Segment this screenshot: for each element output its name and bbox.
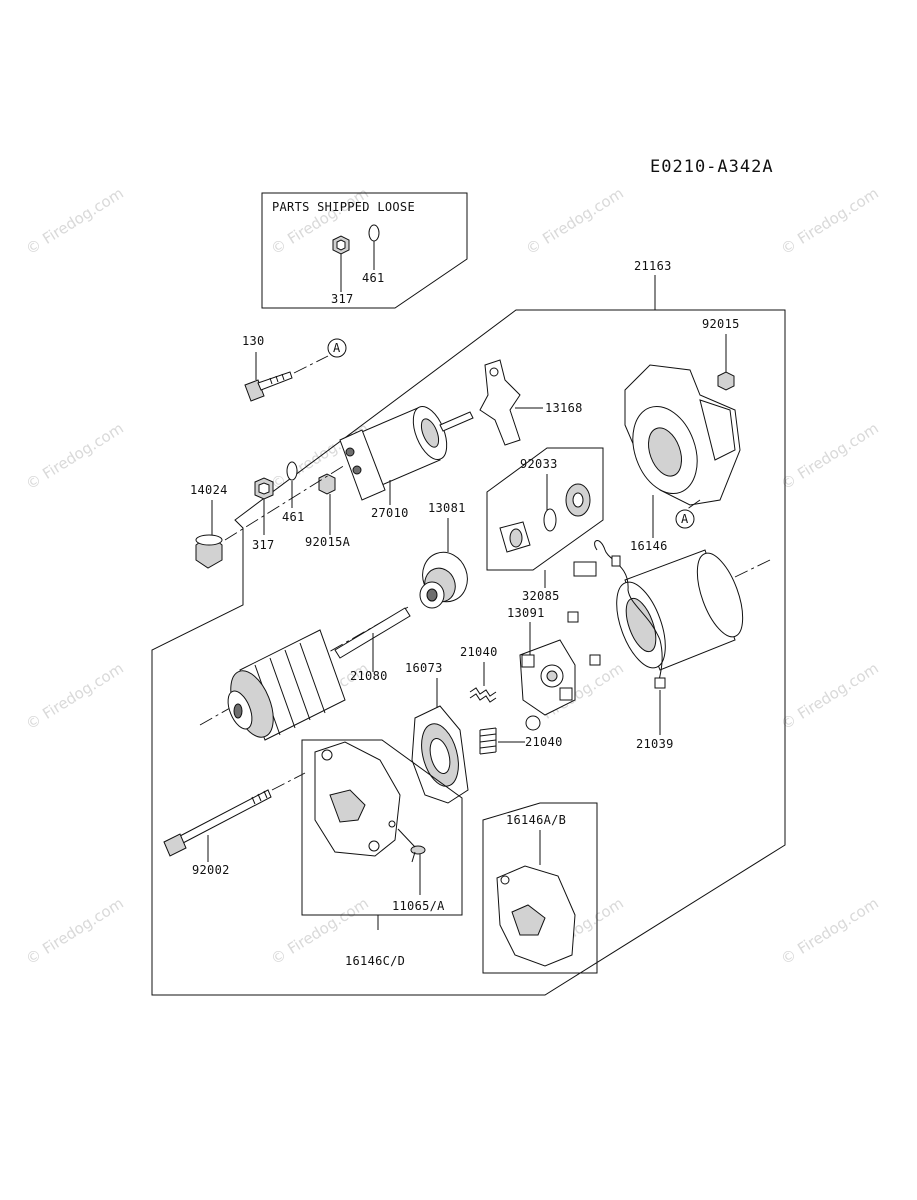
watermark: © Firedog.com <box>23 894 127 968</box>
label-317-loose: 317 <box>331 292 354 306</box>
label-13081: 13081 <box>428 501 466 515</box>
label-21163: 21163 <box>634 259 672 273</box>
screw-11065 <box>410 845 426 863</box>
callout-a-right-letter: A <box>681 512 689 526</box>
parts-shipped-loose-box: PARTS SHIPPED LOOSE 461 317 <box>261 192 468 309</box>
label-461-loose: 461 <box>362 271 385 285</box>
label-92015: 92015 <box>702 317 740 331</box>
callout-a-left-letter: A <box>333 341 341 355</box>
pinion-13081 <box>419 551 468 609</box>
label-13091: 13091 <box>507 606 545 620</box>
label-21040-bottom: 21040 <box>525 735 563 749</box>
washer-461 <box>286 461 298 481</box>
watermark: © Firedog.com <box>778 894 882 968</box>
nut-92015 <box>717 371 735 391</box>
label-32085: 32085 <box>522 589 560 603</box>
loose-box-title: PARTS SHIPPED LOOSE <box>272 200 415 214</box>
label-11065a: 11065/A <box>392 899 445 913</box>
label-92015a: 92015A <box>305 535 351 549</box>
washer-461-loose <box>368 224 380 242</box>
terminal-plate <box>573 561 597 577</box>
plate-16073 <box>411 705 469 804</box>
label-16146ab: 16146A/B <box>506 813 566 827</box>
armature-21080 <box>199 605 411 741</box>
watermark: © Firedog.com <box>778 659 882 733</box>
spring-washer <box>525 715 541 731</box>
watermark: © Firedog.com <box>778 419 882 493</box>
watermark: © Firedog.com <box>523 184 627 258</box>
label-21039: 21039 <box>636 737 674 751</box>
label-461: 461 <box>282 510 305 524</box>
label-27010: 27010 <box>371 506 409 520</box>
watermark: © Firedog.com <box>23 184 127 258</box>
solenoid-27010 <box>339 406 474 501</box>
assembly-boundary <box>151 309 786 996</box>
label-13168: 13168 <box>545 401 583 415</box>
brush-holder-13091 <box>519 639 576 716</box>
spring-21040-top <box>469 687 497 703</box>
cap-14024 <box>195 534 223 569</box>
watermark: © Firedog.com <box>268 184 372 258</box>
watermark: © Firedog.com <box>23 659 127 733</box>
callout-a-right <box>675 509 695 529</box>
rear-cover-16146cd-box <box>301 739 463 916</box>
watermark: © Firedog.com <box>23 419 127 493</box>
yoke-assembly <box>616 549 771 671</box>
wire-harness <box>594 540 663 686</box>
label-21040-top: 21040 <box>460 645 498 659</box>
label-16073: 16073 <box>405 661 443 675</box>
label-317: 317 <box>252 538 275 552</box>
callout-a-left <box>327 338 347 358</box>
label-130: 130 <box>242 334 265 348</box>
spring-21040-bottom <box>479 727 497 755</box>
label-21080: 21080 <box>350 669 388 683</box>
lever-13168 <box>479 359 521 446</box>
label-92002: 92002 <box>192 863 230 877</box>
nut-92015a <box>318 473 336 495</box>
rear-cover-16146ab-box: 16146A/B <box>482 802 598 974</box>
diagram-code: E0210-A342A <box>650 157 774 177</box>
label-16146: 16146 <box>630 539 668 553</box>
label-16146cd: 16146C/D <box>345 954 405 968</box>
gear-set-32085-box: 92033 <box>486 447 604 571</box>
bolt-130 <box>244 371 293 402</box>
drive-housing-16146 <box>624 364 741 506</box>
through-bolt-92002 <box>163 772 306 857</box>
circlip-92033 <box>543 508 557 532</box>
label-14024: 14024 <box>190 483 228 497</box>
watermark: © Firedog.com <box>778 184 882 258</box>
label-92033: 92033 <box>520 457 558 471</box>
